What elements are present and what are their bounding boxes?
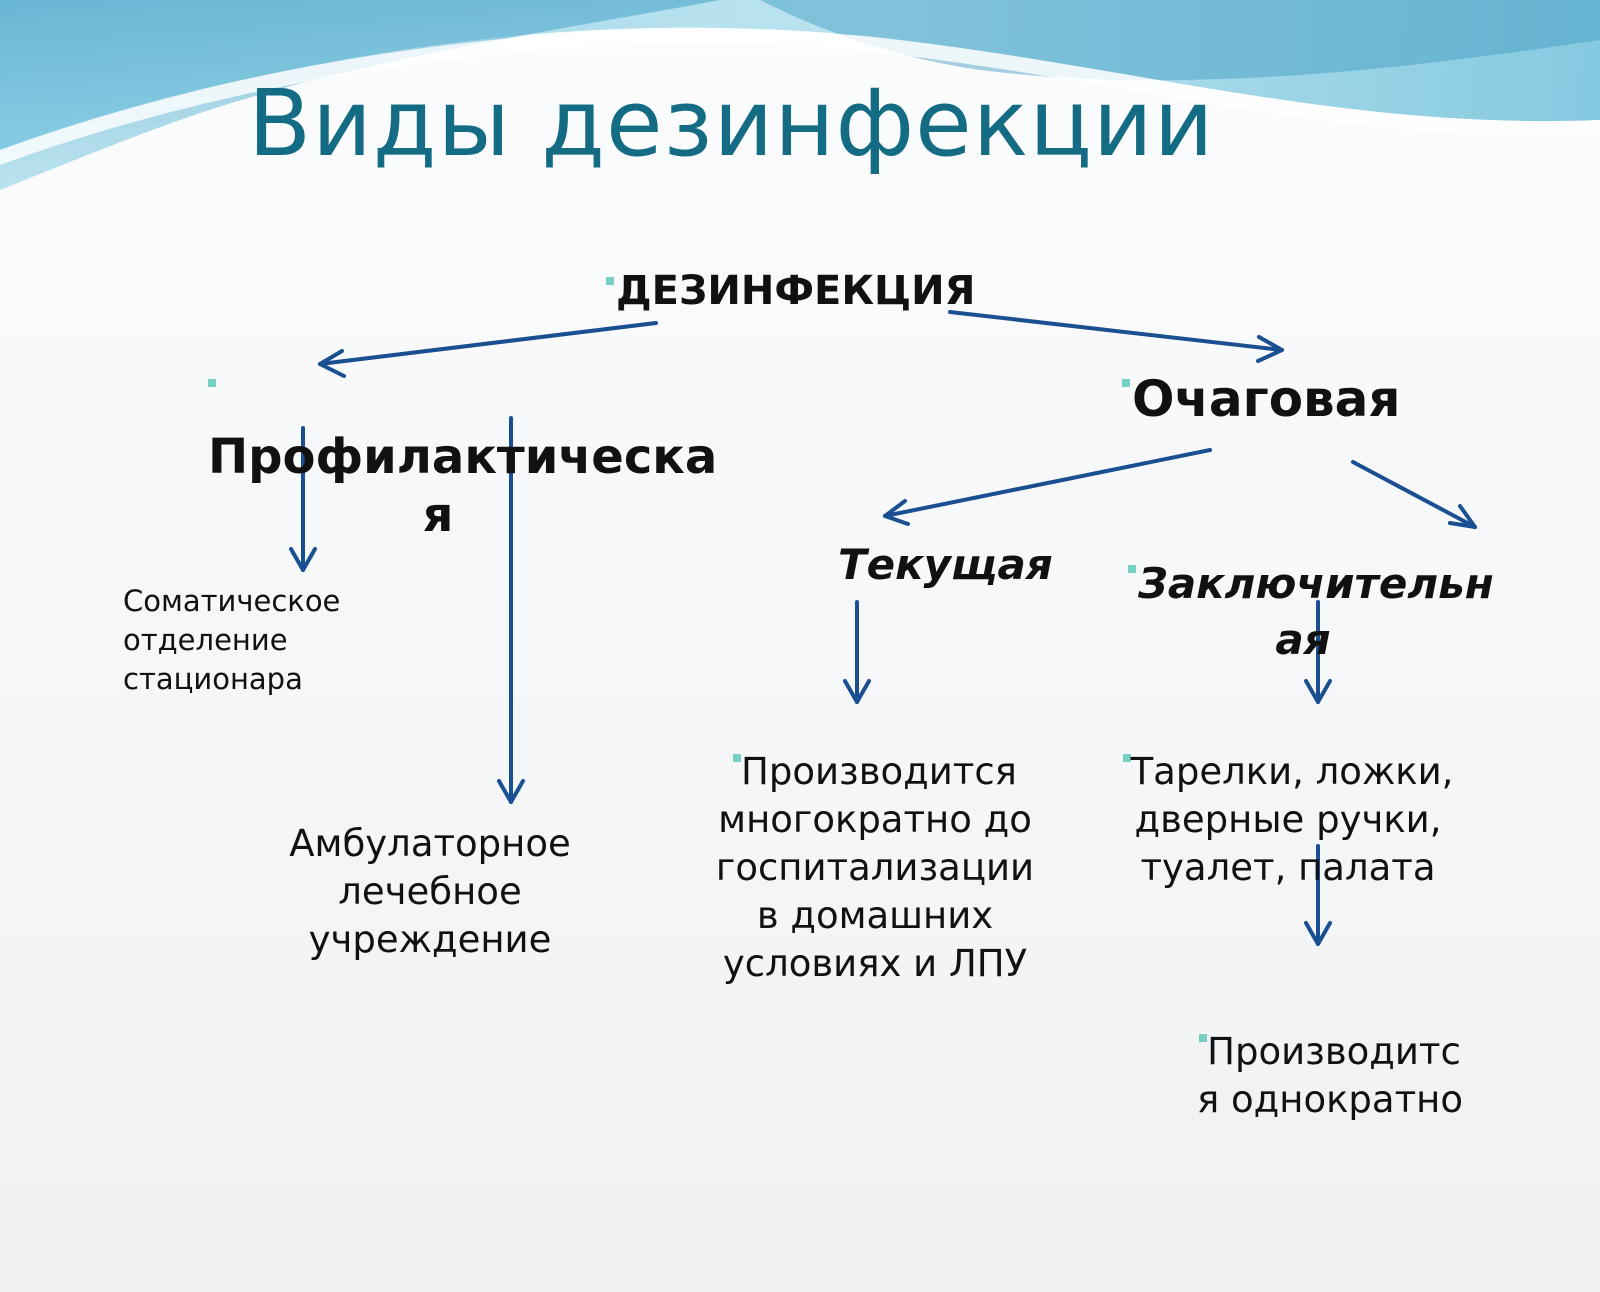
- node-disinfection: ДЕЗИНФЕКЦИЯ: [606, 268, 975, 314]
- node-final-frequency-text: Производитс я однократно: [1197, 1030, 1463, 1121]
- node-focal: Очаговая: [1122, 370, 1401, 428]
- node-disinfection-label: ДЕЗИНФЕКЦИЯ: [616, 268, 976, 314]
- arrow-prophylactic-to-ambulatory: [497, 416, 525, 804]
- bullet-icon: [1199, 1034, 1208, 1042]
- arrow-current-to-description: [843, 600, 871, 704]
- node-current-description-text: Производится многократно до госпитализац…: [715, 750, 1035, 985]
- bullet-icon: [1128, 565, 1136, 573]
- arrow-objects-to-frequency: [1304, 844, 1332, 946]
- node-final-objects-text: Тарелки, ложки, дверные ручки, туалет, п…: [1130, 750, 1454, 889]
- node-prophylactic: Профилактическа я: [208, 370, 717, 544]
- node-ambulatory-institution: Амбулаторное лечебное учреждение: [289, 822, 571, 961]
- node-prophylactic-label-line2: я: [422, 487, 454, 543]
- node-current-description: Производится многократно до госпитализац…: [695, 700, 1055, 988]
- node-prophylactic-label-line1: Профилактическа: [208, 429, 718, 485]
- node-final: Заключительн ая: [1128, 556, 1528, 668]
- decorative-wave-background: [0, 0, 1600, 190]
- arrow-root-to-focal: [948, 310, 1284, 363]
- bullet-icon: [733, 754, 742, 762]
- node-final-objects: Тарелки, ложки, дверные ручки, туалет, п…: [1108, 700, 1468, 892]
- slide-title: Виды дезинфекции: [248, 70, 1215, 177]
- bullet-icon: [606, 277, 614, 285]
- node-focal-label: Очаговая: [1132, 370, 1401, 428]
- bullet-icon: [208, 379, 216, 387]
- arrow-root-to-prophylactic: [318, 321, 658, 378]
- arrow-final-to-objects: [1304, 600, 1332, 704]
- arrow-focal-to-current: [883, 448, 1212, 526]
- bullet-icon: [1122, 379, 1130, 387]
- node-somatic-department: Соматическое отделение стационара: [123, 584, 341, 696]
- arrow-prophylactic-to-somatic: [289, 426, 317, 572]
- node-final-label-line1: Заключительн: [1138, 559, 1494, 608]
- bullet-icon: [1122, 754, 1131, 762]
- node-final-frequency: Производитс я однократно: [1170, 980, 1490, 1124]
- node-current: Текущая: [838, 540, 1053, 589]
- arrow-focal-to-final: [1351, 460, 1477, 529]
- node-current-label: Текущая: [838, 540, 1053, 589]
- node-final-label-line2: ая: [1275, 615, 1331, 664]
